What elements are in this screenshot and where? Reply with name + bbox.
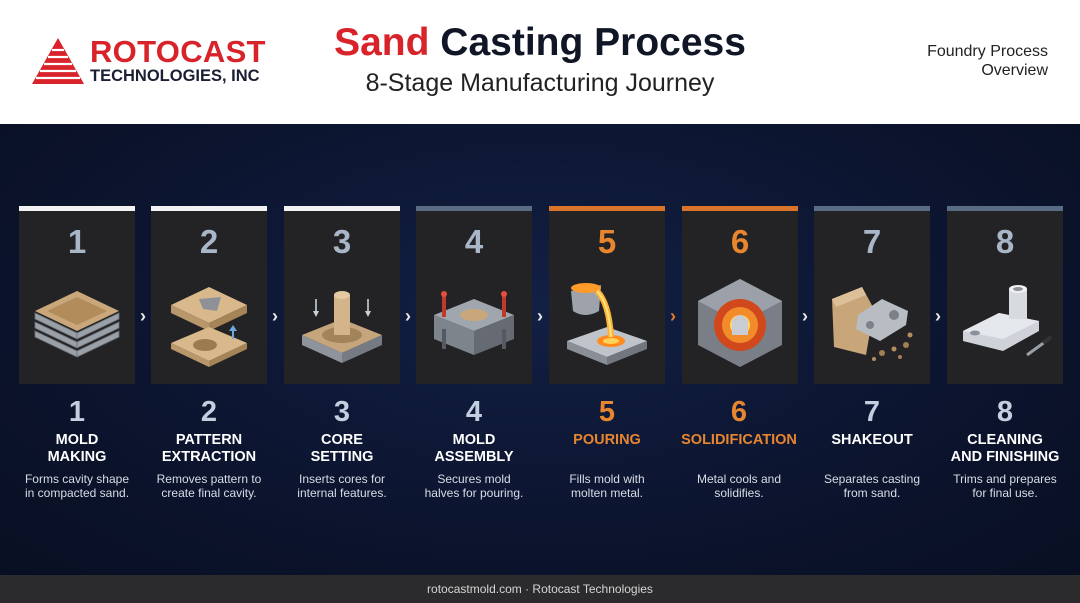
stage-title: POURING	[573, 432, 641, 448]
shakeout-icon	[832, 287, 913, 361]
stage-card-3[interactable]: 3	[284, 206, 400, 384]
stage-title: SHAKEOUT	[831, 432, 913, 448]
card-number: 3	[332, 223, 352, 260]
stage-card-4[interactable]: 4	[416, 206, 532, 384]
chevron-right-icon: ›	[802, 306, 808, 326]
chevron-right-icon: ›	[140, 306, 146, 326]
layered-sand-mold-icon	[34, 291, 120, 358]
chevron-right-icon: ›	[272, 306, 278, 326]
page-subtitle: 8-Stage Manufacturing Journey	[365, 69, 715, 97]
stage-card-2[interactable]: 2	[151, 206, 267, 384]
card-number: 6	[730, 223, 750, 260]
rotocast-logo[interactable]: ROTOCAST TECHNOLOGIES, INC	[32, 34, 266, 86]
stage-card-6[interactable]: 6	[682, 206, 798, 384]
chevron-right-icon: ›	[537, 306, 543, 326]
card-number: 2	[199, 223, 219, 260]
overview-label: Foundry Process Overview	[927, 42, 1048, 80]
stage-number: 2	[200, 396, 218, 428]
chevron-right-icon: ›	[670, 306, 676, 326]
overview-line2: Overview	[981, 62, 1048, 79]
stage-number: 6	[730, 396, 748, 428]
stage-number: 5	[598, 396, 616, 428]
pyramid-logo-icon	[32, 38, 84, 84]
card-number: 7	[862, 223, 882, 260]
title-accent: Sand	[334, 21, 430, 64]
header: ROTOCAST TECHNOLOGIES, INC Sand Casting …	[0, 0, 1080, 124]
card-number: 5	[597, 223, 617, 260]
card-number: 1	[67, 223, 87, 260]
stage-card-7[interactable]: 7	[814, 206, 930, 384]
ladle-pouring-icon	[567, 283, 647, 365]
glowing-mold-icon	[698, 279, 782, 367]
overview-line1: Foundry Process	[927, 43, 1048, 60]
chevron-right-icon: ›	[405, 306, 411, 326]
clamped-mold-icon	[434, 291, 514, 355]
chevron-right-icon: ›	[935, 306, 941, 326]
card-number: 4	[464, 223, 484, 260]
card-number: 8	[995, 223, 1015, 260]
page-title: Sand Casting Process	[300, 20, 780, 66]
stage-number: 3	[333, 396, 351, 428]
stage-number: 4	[465, 396, 483, 428]
stage-number: 8	[996, 396, 1014, 428]
brand-subtitle: TECHNOLOGIES, INC	[90, 67, 260, 85]
title-rest: Casting Process	[440, 21, 746, 64]
stage-number: 1	[68, 396, 86, 428]
stage-card-8[interactable]: 8	[947, 206, 1063, 384]
brand-name: ROTOCAST	[90, 34, 266, 69]
finished-casting-icon	[963, 285, 1053, 357]
pattern-removal-icon	[171, 287, 247, 367]
stage-card-5[interactable]: 5	[549, 206, 665, 384]
stage-title: SOLIDIFICATION	[681, 432, 797, 448]
footer[interactable]: rotocastmold.com · Rotocast Technologies	[0, 575, 1080, 603]
core-insertion-icon	[302, 291, 382, 363]
stage-card-1[interactable]: 1	[19, 206, 135, 384]
stage-number: 7	[863, 396, 881, 428]
